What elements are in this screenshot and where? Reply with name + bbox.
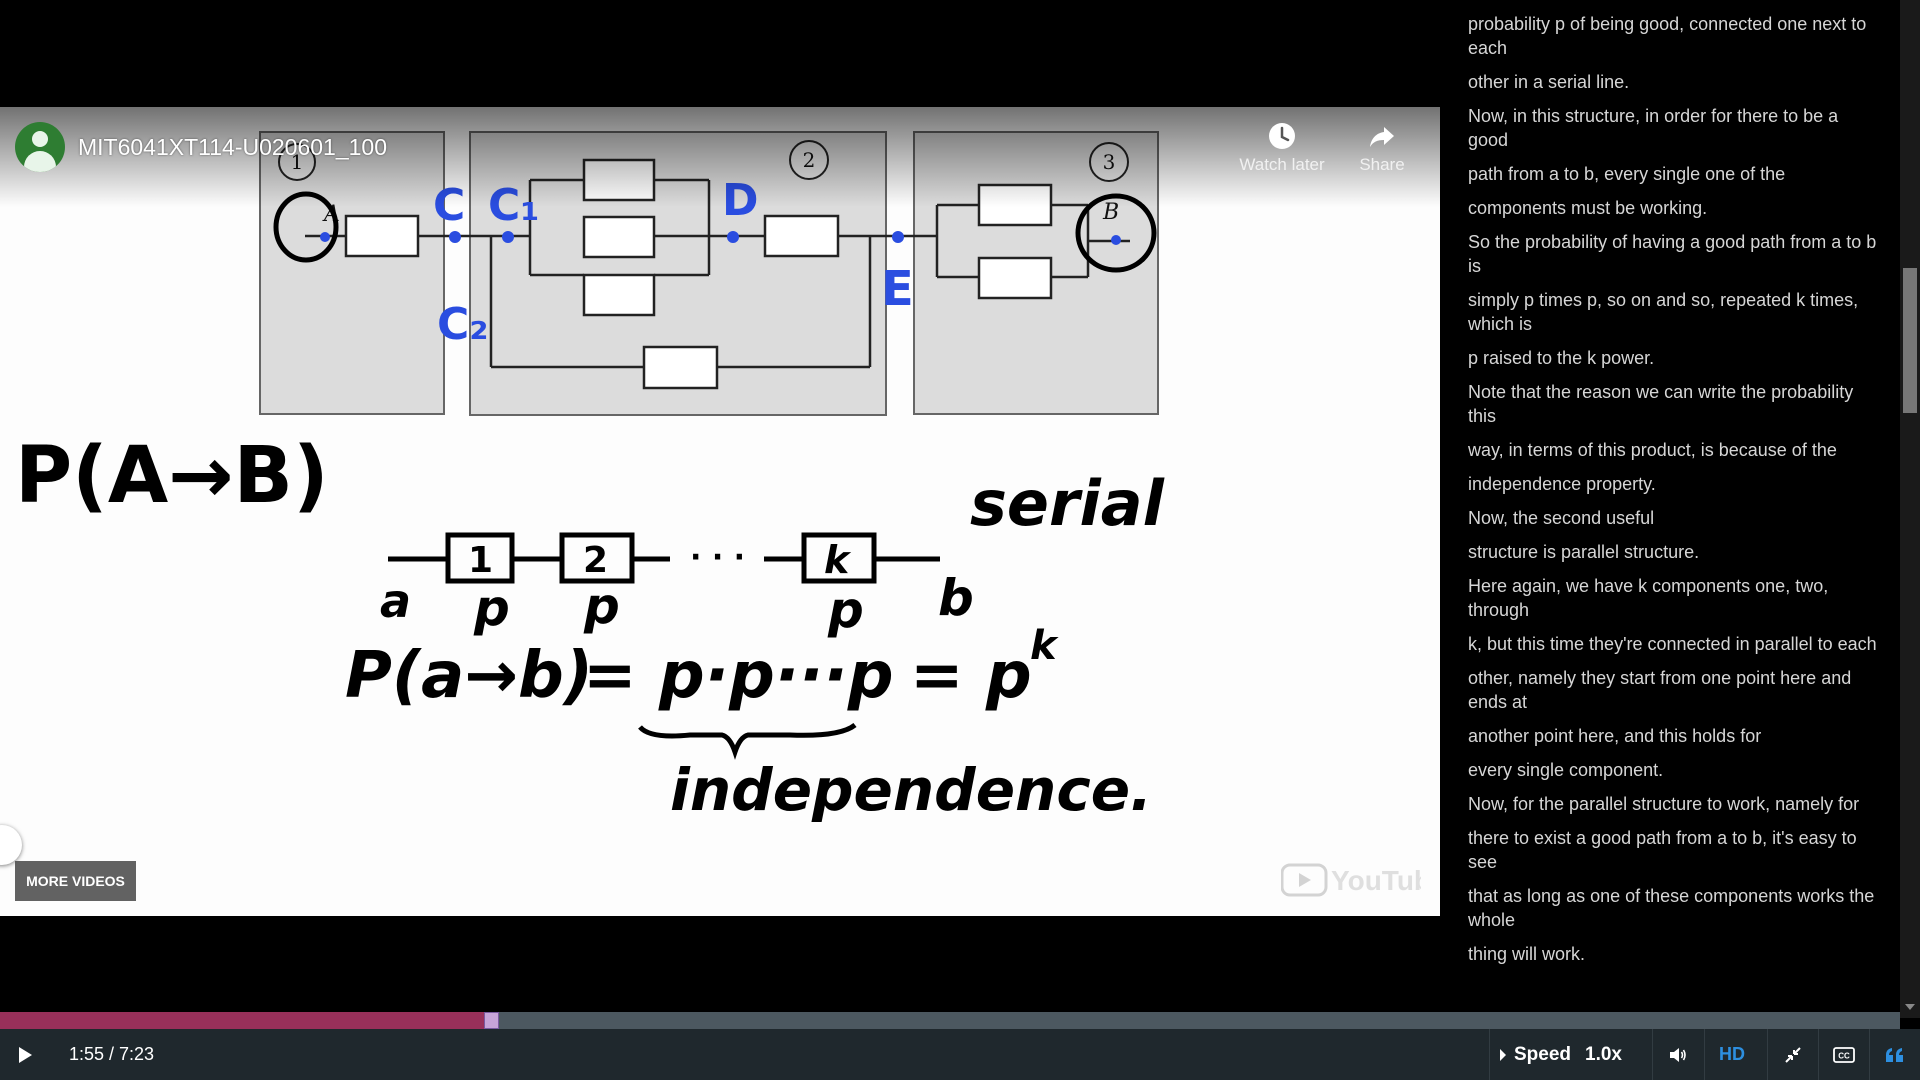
transcript-line[interactable]: other, namely they start from one point … xyxy=(1468,668,1852,712)
transcript-line[interactable]: path from a to b, every single one of th… xyxy=(1468,164,1786,184)
fullscreen-exit-button[interactable] xyxy=(1768,1029,1818,1080)
share-button[interactable]: Share xyxy=(1332,121,1432,175)
transcript-line[interactable]: way, in terms of this product, is becaus… xyxy=(1468,440,1837,460)
scroll-down-arrow-icon[interactable] xyxy=(1905,1004,1915,1010)
play-button[interactable] xyxy=(0,1029,50,1080)
progress-bar[interactable] xyxy=(0,1012,1900,1029)
speed-value: 1.0x xyxy=(1585,1043,1622,1065)
clock-icon xyxy=(1269,123,1295,149)
avatar-body xyxy=(24,151,56,172)
label-e: E xyxy=(881,261,914,317)
speed-button[interactable]: Speed 1.0x xyxy=(1490,1029,1632,1080)
control-bar: 1:55 / 7:23 Speed 1.0x HD xyxy=(0,1029,1920,1080)
quote-icon xyxy=(1886,1047,1903,1062)
formula-lhs: P(a→b) xyxy=(345,639,593,713)
transcript-line[interactable]: Now, in this structure, in order for the… xyxy=(1468,106,1839,150)
youtube-watermark[interactable]: YouTube xyxy=(1281,863,1421,897)
transcript-scrollbar[interactable] xyxy=(1900,0,1920,1018)
end-screen-dot[interactable] xyxy=(0,825,22,865)
transcript-line[interactable]: other in a serial line. xyxy=(1468,72,1630,92)
transcript-line[interactable]: every single component. xyxy=(1468,760,1664,780)
chain-a: a xyxy=(380,574,411,628)
component-block xyxy=(582,273,656,317)
transcript-line[interactable]: that as long as one of these components … xyxy=(1468,886,1875,930)
chain-box-1: 1 xyxy=(468,540,493,581)
chain-box-2: 2 xyxy=(583,540,608,581)
prob-a-to-b: P(A→B) xyxy=(15,431,329,521)
watch-later-button[interactable]: Watch later xyxy=(1232,121,1332,175)
transcript-line[interactable]: structure is parallel structure. xyxy=(1468,542,1700,562)
speed-caret-icon xyxy=(1499,1048,1506,1061)
progress-played xyxy=(0,1012,492,1029)
label-c2: C₂ xyxy=(437,299,489,350)
transcript-toggle-button[interactable] xyxy=(1870,1029,1920,1080)
transcript-line[interactable]: simply p times p, so on and so, repeated… xyxy=(1468,290,1859,334)
transcript-line[interactable]: having xyxy=(1468,0,1878,2)
component-block xyxy=(344,214,420,258)
chain-b: b xyxy=(938,569,974,627)
more-videos-button[interactable]: MORE VIDEOS xyxy=(15,861,136,901)
transcript-line[interactable]: independence property. xyxy=(1468,474,1656,494)
chain-p-2: p xyxy=(583,577,620,635)
lecture-slide: 1 2 3 xyxy=(15,131,1165,824)
captions-button[interactable]: CC xyxy=(1819,1029,1869,1080)
independence-note: independence. xyxy=(670,756,1152,824)
volume-icon xyxy=(1670,1047,1686,1062)
play-icon xyxy=(18,1046,32,1063)
video-frame[interactable]: 1 2 3 xyxy=(0,107,1440,916)
fullscreen-exit-icon xyxy=(1785,1046,1801,1063)
closed-captions-icon: CC xyxy=(1833,1046,1855,1063)
component-block xyxy=(582,215,656,259)
chain-box-k: k xyxy=(824,538,852,582)
transcript-line[interactable]: probability p of being good, connected o… xyxy=(1468,14,1867,58)
transcript-line[interactable]: there to exist a good path from a to b, … xyxy=(1468,828,1857,872)
chain-dots: · · · xyxy=(690,540,745,575)
share-label: Share xyxy=(1359,155,1405,174)
serial-label: serial xyxy=(970,467,1165,540)
time-display: 1:55 / 7:23 xyxy=(69,1044,155,1064)
formula-exp: k xyxy=(1030,623,1059,669)
video-title[interactable]: MIT6041XT114-U020601_100 xyxy=(78,134,388,160)
player-header xyxy=(0,107,1440,207)
transcript-line[interactable]: p raised to the k power. xyxy=(1468,348,1655,368)
transcript-panel[interactable]: having probability p of being good, conne… xyxy=(1440,0,1900,1010)
formula-rhs: = p xyxy=(910,639,1032,713)
share-arrow-icon xyxy=(1370,127,1394,147)
watch-later-label: Watch later xyxy=(1239,155,1325,174)
chain-p-1: p xyxy=(473,579,510,637)
transcript-line[interactable]: So the probability of having a good path… xyxy=(1468,232,1877,276)
avatar-head xyxy=(32,131,48,147)
transcript-line[interactable]: thing will work. xyxy=(1468,944,1586,964)
component-block xyxy=(642,345,719,390)
transcript-line[interactable]: components must be working. xyxy=(1468,198,1708,218)
chain-p-k: p xyxy=(827,581,864,639)
hd-button[interactable]: HD xyxy=(1719,1044,1745,1064)
transcript-line[interactable]: k, but this time they're connected in pa… xyxy=(1468,634,1877,654)
svg-text:CC: CC xyxy=(1838,1051,1850,1060)
youtube-wordmark: YouTube xyxy=(1331,865,1421,896)
transcript-line[interactable]: another point here, and this holds for xyxy=(1468,726,1762,746)
scrollbar-thumb[interactable] xyxy=(1903,268,1917,413)
component-block xyxy=(977,256,1053,300)
speed-label: Speed xyxy=(1513,1043,1572,1065)
component-block xyxy=(763,214,840,258)
transcript-line[interactable]: Now, the second useful xyxy=(1468,508,1655,528)
formula-mid: = p·p···p xyxy=(583,639,894,713)
transcript-line[interactable]: Note that the reason we can write the pr… xyxy=(1468,382,1854,426)
channel-avatar[interactable] xyxy=(15,122,65,172)
transcript-list: having probability p of being good, conne… xyxy=(1468,0,1878,976)
progress-handle[interactable] xyxy=(484,1012,499,1029)
transcript-line[interactable]: Here again, we have k components one, tw… xyxy=(1468,576,1829,620)
transcript-line[interactable]: Now, for the parallel structure to work,… xyxy=(1468,794,1860,814)
volume-button[interactable] xyxy=(1653,1029,1703,1080)
